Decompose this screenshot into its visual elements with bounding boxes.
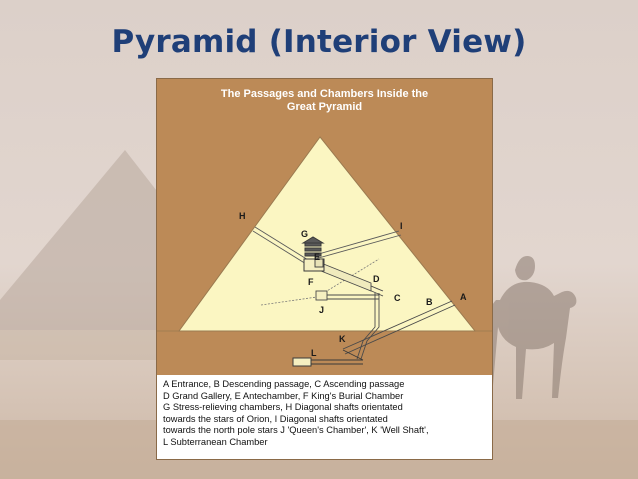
label-l: L (311, 348, 317, 358)
queens-chamber (315, 290, 328, 301)
label-e: E (314, 252, 320, 262)
diagram-legend: A Entrance, B Descending passage, C Asce… (157, 375, 492, 459)
slide-title: Pyramid (Interior View) (111, 24, 527, 60)
label-i: I (400, 221, 403, 231)
shaft-h (252, 226, 314, 268)
antechamber (314, 258, 324, 268)
label-b: B (426, 297, 433, 307)
diagram-title-line-1: The Passages and Chambers Inside the (220, 88, 429, 100)
legend-line: towards the north pole stars J 'Queen's … (163, 425, 429, 435)
legend-line: L Subterranean Chamber (163, 436, 268, 447)
pyramid-cross-section: A B C D E F G H I J K L (157, 136, 492, 367)
label-k: K (339, 334, 346, 344)
background-pyramid-silhouette (0, 150, 160, 330)
label-h: H (239, 211, 246, 221)
label-f: F (308, 277, 314, 287)
label-g: G (301, 229, 308, 239)
legend-line: A Entrance, B Descending passage, C Asce… (163, 379, 405, 389)
diagram-title: The Passages and Chambers Inside the Gre… (157, 88, 492, 114)
camel-rider-silhouette (486, 256, 577, 399)
pyramid-diagram-panel: A B C D E F G H I J K L The Passages and… (156, 78, 493, 460)
label-c: C (394, 293, 401, 303)
legend-line: G Stress-relieving chambers, H Diagonal … (163, 402, 403, 412)
queens-corridor (325, 294, 379, 300)
shaft-i (314, 230, 402, 260)
diagram-title-line-2: Great Pyramid (286, 101, 363, 113)
well-shaft (356, 293, 376, 360)
label-d: D (373, 274, 380, 284)
subterranean-chamber (292, 357, 312, 367)
legend-line: towards the stars of Orion, I Diagonal s… (163, 413, 388, 424)
queens-shaft-left (260, 296, 318, 306)
descending-passage (342, 300, 456, 355)
label-j: J (319, 305, 324, 315)
legend-line: D Grand Gallery, E Antechamber, F King's… (163, 390, 404, 401)
label-a: A (460, 292, 467, 302)
relieving-chambers (301, 236, 325, 257)
